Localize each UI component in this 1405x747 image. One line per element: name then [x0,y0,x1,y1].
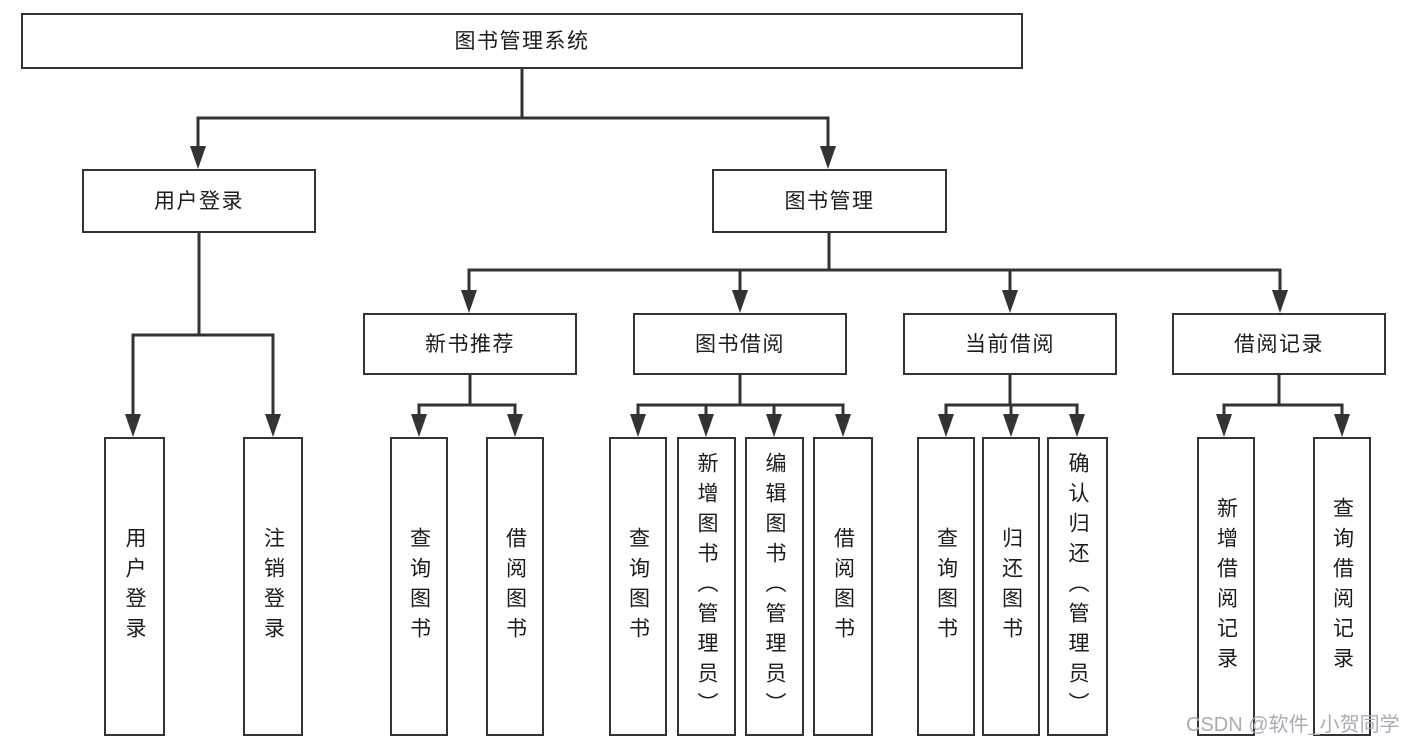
leaf-query-borrow-record: 查询借阅记录 [1313,437,1371,736]
node-borrowing-records: 借阅记录 [1172,313,1386,375]
node-label: 图书管理系统 [454,29,590,53]
node-label: 新书推荐 [425,332,515,356]
node-label: 借阅图书 [503,526,527,647]
node-label: 当前借阅 [965,332,1055,356]
leaf-add-book-admin: 新增图书（管理员） [677,437,736,736]
leaf-logout: 注销登录 [243,437,303,736]
leaf-borrow-books-1: 借阅图书 [486,437,544,736]
node-label: 借阅记录 [1234,332,1324,356]
node-label: 图书管理 [784,189,875,213]
node-label: 用户登录 [154,189,244,213]
node-user-login: 用户登录 [82,169,316,233]
node-label: 查询借阅记录 [1330,496,1354,677]
node-book-management: 图书管理 [712,169,947,233]
leaf-add-borrow-record: 新增借阅记录 [1197,437,1255,736]
csdn-watermark: CSDN @软件_小贺同学 [1186,714,1400,736]
leaf-return-book: 归还图书 [982,437,1040,736]
leaf-user-login: 用户登录 [104,437,165,736]
node-label: 归还图书 [999,526,1023,647]
node-label: 借阅图书 [831,526,855,647]
leaf-borrow-books-2: 借阅图书 [813,437,873,736]
node-label: 查询图书 [407,526,431,647]
leaf-query-books-2: 查询图书 [609,437,667,736]
leaf-query-books-3: 查询图书 [917,437,975,736]
node-label: 查询图书 [626,526,650,647]
node-label: 注销登录 [261,526,285,647]
node-label: 确认归还（管理员） [1066,451,1090,722]
leaf-query-books-1: 查询图书 [390,437,448,736]
node-current-borrowing: 当前借阅 [903,313,1117,375]
node-label: 新增借阅记录 [1214,496,1238,677]
node-book-borrowing: 图书借阅 [633,313,847,375]
node-label: 查询图书 [934,526,958,647]
node-system-root: 图书管理系统 [21,13,1023,69]
node-new-book-recommend: 新书推荐 [363,313,577,375]
leaf-confirm-return-admin: 确认归还（管理员） [1047,437,1108,736]
node-label: 用户登录 [123,526,147,647]
leaf-edit-book-admin: 编辑图书（管理员） [745,437,804,736]
node-label: 新增图书（管理员） [695,451,719,722]
node-label: 图书借阅 [695,332,785,356]
node-label: 编辑图书（管理员） [763,451,787,722]
